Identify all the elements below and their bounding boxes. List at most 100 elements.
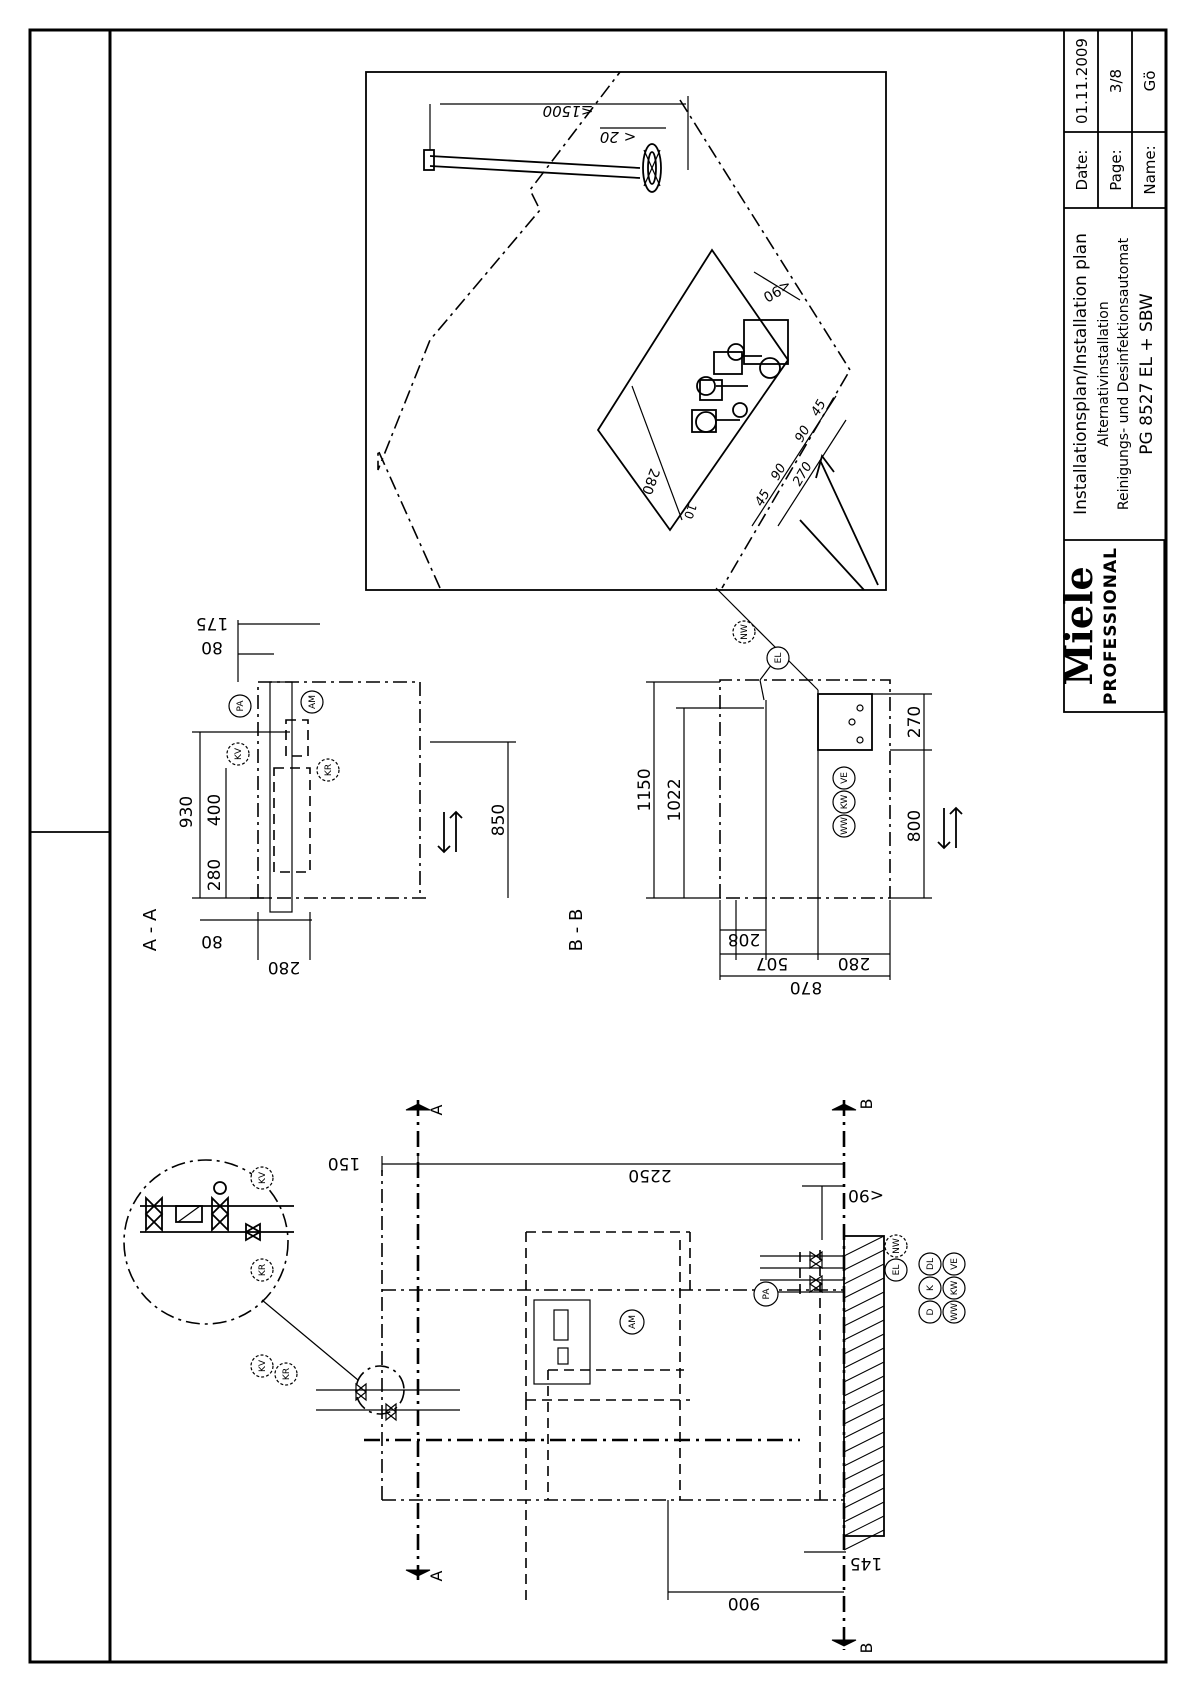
section-aa-cabinet [257,681,421,898]
svg-text:PA: PA [236,700,246,712]
svg-text:DL: DL [926,1258,936,1270]
pa-symbol-aa [228,694,252,718]
dim-400: 400 [205,794,225,826]
svg-text:D: D [926,1308,936,1315]
hatch-line [843,1291,885,1313]
section-bb-cabinet [719,679,891,899]
ww-symbol-plan [942,1300,966,1324]
nw-symbol-bb [732,620,756,644]
detail-dim-1500: ≤1500 [543,102,594,120]
detail-leader-line [715,587,819,691]
wall-hatching [843,1235,885,1551]
kr-symbol-aa [316,758,340,782]
sheet-border [28,28,1168,1664]
hatch-line [843,1375,885,1397]
svg-text:KR: KR [258,1264,268,1276]
el-symbol-plan [884,1258,908,1282]
svg-text:KR: KR [324,764,334,776]
plan-title: Installationsplan/Installation plan [1071,233,1091,515]
detail-dim-lt90: <90 [760,276,794,305]
detail-dim-45a: 45 [752,487,773,509]
detail-frame [365,71,887,591]
hatch-line [843,1445,885,1467]
hatch-line [843,1389,885,1411]
perspective-detail: ≤1500 < 20 <90 280 10 45 90 90 45 270 [365,71,887,691]
hatch-line [843,1333,885,1355]
dim-800: 800 [905,810,925,842]
hatch-line [843,1249,885,1271]
dl-symbol-plan [918,1252,942,1276]
section-aa-title: A - A [140,908,161,951]
svg-text:AM: AM [628,1315,638,1329]
svg-text:KV: KV [258,1359,268,1372]
detail-dim-90b: 90 [792,423,813,445]
dim-208: 208 [728,929,760,949]
floor-plan: A A B B 150 2250 <90 145 900 [250,1099,966,1653]
hatch-line [843,1417,885,1439]
plan-cabinet-outline [381,1170,844,1501]
svg-text:WW: WW [840,817,850,835]
date-label: Date: [1073,150,1091,191]
dim-2250: 2250 [628,1165,671,1185]
device-model: PG 8527 EL + SBW [1137,293,1157,455]
detail-dim-45b: 45 [808,397,829,419]
hatch-line [843,1529,885,1551]
detail-circle [123,1159,289,1325]
svg-text:KW: KW [840,795,850,810]
hatch-line [843,1235,885,1257]
dim-507: 507 [756,953,788,973]
hatch-line [843,1431,885,1453]
svg-text:PROFESSIONAL: PROFESSIONAL [1101,547,1121,705]
page-value: 3/8 [1107,69,1125,93]
dim-870: 870 [790,977,822,997]
el-symbol-bb [766,646,790,670]
svg-text:Miele: Miele [1056,566,1101,685]
dim-850: 850 [489,804,509,836]
detail-dim-10: 10 [681,502,699,521]
dim-80-bottom: 80 [201,931,223,951]
hatch-line [843,1277,885,1299]
svg-text:NW: NW [892,1238,902,1254]
drain-pipe [423,143,662,193]
ve-symbol-plan [942,1252,966,1276]
hatch-line [843,1361,885,1383]
marker-b-top: B [857,1099,876,1110]
ww-symbol-bb [832,814,856,838]
title-block-frame [1063,29,1167,713]
dim-930: 930 [177,796,197,828]
svg-text:KV: KV [234,747,244,760]
d-symbol-plan [918,1300,942,1324]
kr-symbol-plan [274,1362,298,1386]
detail-dim-280: 280 [638,466,662,497]
hatch-line [843,1501,885,1523]
svg-text:AM: AM [308,695,318,709]
dim-1150: 1150 [635,768,655,811]
am-symbol-aa [300,690,324,714]
dim-280-horizontal: 280 [268,957,300,977]
marker-a-bottom: A [427,1570,446,1581]
ve-symbol-bb [832,766,856,790]
svg-text:KR: KR [282,1368,292,1380]
k-symbol-plan [918,1276,942,1300]
plan-subtitle: Alternativinstallation [1096,301,1112,447]
title-block: Miele PROFESSIONAL Installationsplan/Ins… [1056,29,1167,713]
device-description: Reinigungs- und Desinfektionsautomat [1116,237,1132,510]
svg-text:EL: EL [892,1265,902,1276]
dim-1022: 1022 [665,778,685,821]
water-connection-kv-kr [316,1365,460,1422]
kv-symbol-aa [226,742,250,766]
kw-symbol-plan [942,1276,966,1300]
valve-assembly [691,319,789,433]
dim-145: 145 [850,1553,882,1573]
hatch-line [843,1403,885,1425]
control-panel [533,1299,591,1385]
dim-150: 150 [328,1153,360,1173]
hatch-line [843,1473,885,1495]
dim-80-top: 80 [201,637,223,657]
view-direction-arrow [799,453,879,591]
miele-logo: Miele PROFESSIONAL [1056,547,1121,705]
dim-900: 900 [728,1593,760,1613]
kw-symbol-bb [832,790,856,814]
